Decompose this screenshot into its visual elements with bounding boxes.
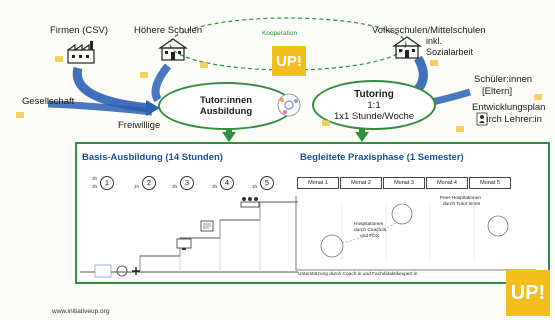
month-4: Monat 4 — [426, 177, 468, 189]
label-durch-lehrer: durch Lehrer:in — [478, 114, 542, 125]
note-hosp-3: und FDX — [360, 234, 379, 239]
kooperation-ellipse — [169, 17, 407, 71]
note-support: Unterstützung durch Coach:in und Fachdid… — [298, 272, 418, 277]
label-eltern: [Eltern] — [482, 86, 513, 97]
sticky-note — [200, 62, 208, 68]
screen-icon — [176, 238, 192, 250]
training-frame — [75, 142, 550, 284]
tutoring-line-1: Tutoring — [354, 88, 394, 100]
staircase — [80, 201, 298, 273]
step-4-hours: 3h — [212, 184, 218, 189]
label-hoehere-schulen: Höhere Schulen — [134, 25, 203, 36]
label-volksschulen-inkl: inkl. — [426, 36, 443, 46]
label-gesellschaft: Gesellschaft — [22, 96, 75, 107]
arrow-firmen — [72, 66, 151, 113]
school-icon-2 — [392, 36, 422, 59]
label-volksschulen: Volksschulen/Mittelschulen — [372, 25, 486, 36]
tutor-line-1: Tutor:innen — [199, 95, 253, 106]
praxis-timeline — [295, 196, 536, 271]
doc-icon — [200, 220, 214, 232]
oval-tutor-ausbildung: Tutor:innen Ausbildung — [158, 82, 294, 130]
up-logo-center: UP! — [272, 46, 306, 76]
note-hosp-2: durch Coach:in — [354, 228, 387, 233]
label-kooperation: Kooperation — [262, 30, 298, 37]
step-3: 3 — [180, 176, 194, 190]
step-1-hours-bottom: 3h — [92, 184, 98, 189]
month-5: Monat 5 — [469, 177, 511, 189]
step-5-hours: 1h — [252, 184, 258, 189]
sticky-note — [456, 126, 464, 132]
oval-tutoring: Tutoring 1:1 1x1 Stunde/Woche — [312, 80, 436, 130]
tutoring-line-2: 1:1 — [367, 99, 381, 111]
step-1-hours-top: 3h — [92, 176, 98, 181]
note-hosp-1: Hospitationen — [354, 222, 384, 227]
label-sozialarbeit: Sozialarbeit — [426, 47, 474, 57]
sticky-note — [430, 60, 438, 66]
step-2: 2 — [142, 176, 156, 190]
learner-icon — [94, 264, 140, 278]
arrow-gesellschaft — [47, 100, 153, 116]
factory-icon — [67, 41, 95, 64]
month-3: Monat 3 — [383, 177, 425, 189]
people-group-icon — [240, 197, 260, 208]
step-1: 1 — [100, 176, 114, 190]
logo-text-center: UP! — [276, 52, 302, 70]
arrow-schulen — [151, 63, 172, 103]
step-5: 5 — [260, 176, 274, 190]
praxis-title: Begleitete Praxisphase (1 Semester) — [300, 152, 464, 163]
step-3-hours: 3h — [172, 184, 178, 189]
label-firmen: Firmen (CSV) — [50, 25, 109, 36]
label-entwicklungsplan: Entwicklungsplan — [472, 102, 546, 113]
note-peer-2: durch Tutor:innen — [443, 202, 481, 207]
tutor-line-2: Ausbildung — [199, 106, 253, 117]
note-peer-1: Peer-Hospitationen — [440, 196, 482, 201]
sticky-note — [534, 94, 542, 100]
website-text: www.initiativeup.org — [52, 308, 110, 315]
step-4: 4 — [220, 176, 234, 190]
hub-icon — [277, 93, 301, 117]
school-icon — [158, 38, 188, 61]
sticky-note — [140, 72, 148, 78]
step-2-hours: 1h — [134, 184, 140, 189]
label-schueler: Schüler:innen — [474, 74, 533, 85]
label-freiwillige: Freiwillige — [118, 120, 161, 131]
person-icon — [476, 112, 488, 126]
sticky-note — [322, 120, 330, 126]
month-1: Monat 1 — [297, 177, 339, 189]
month-2: Monat 2 — [340, 177, 382, 189]
tutoring-line-3: 1x1 Stunde/Woche — [333, 110, 415, 122]
sticky-note — [16, 112, 24, 118]
up-logo-corner: UP! — [506, 270, 550, 316]
sticky-note — [55, 56, 63, 62]
basis-title: Basis-Ausbildung (14 Stunden) — [82, 152, 223, 163]
logo-text-corner: UP! — [510, 281, 546, 304]
